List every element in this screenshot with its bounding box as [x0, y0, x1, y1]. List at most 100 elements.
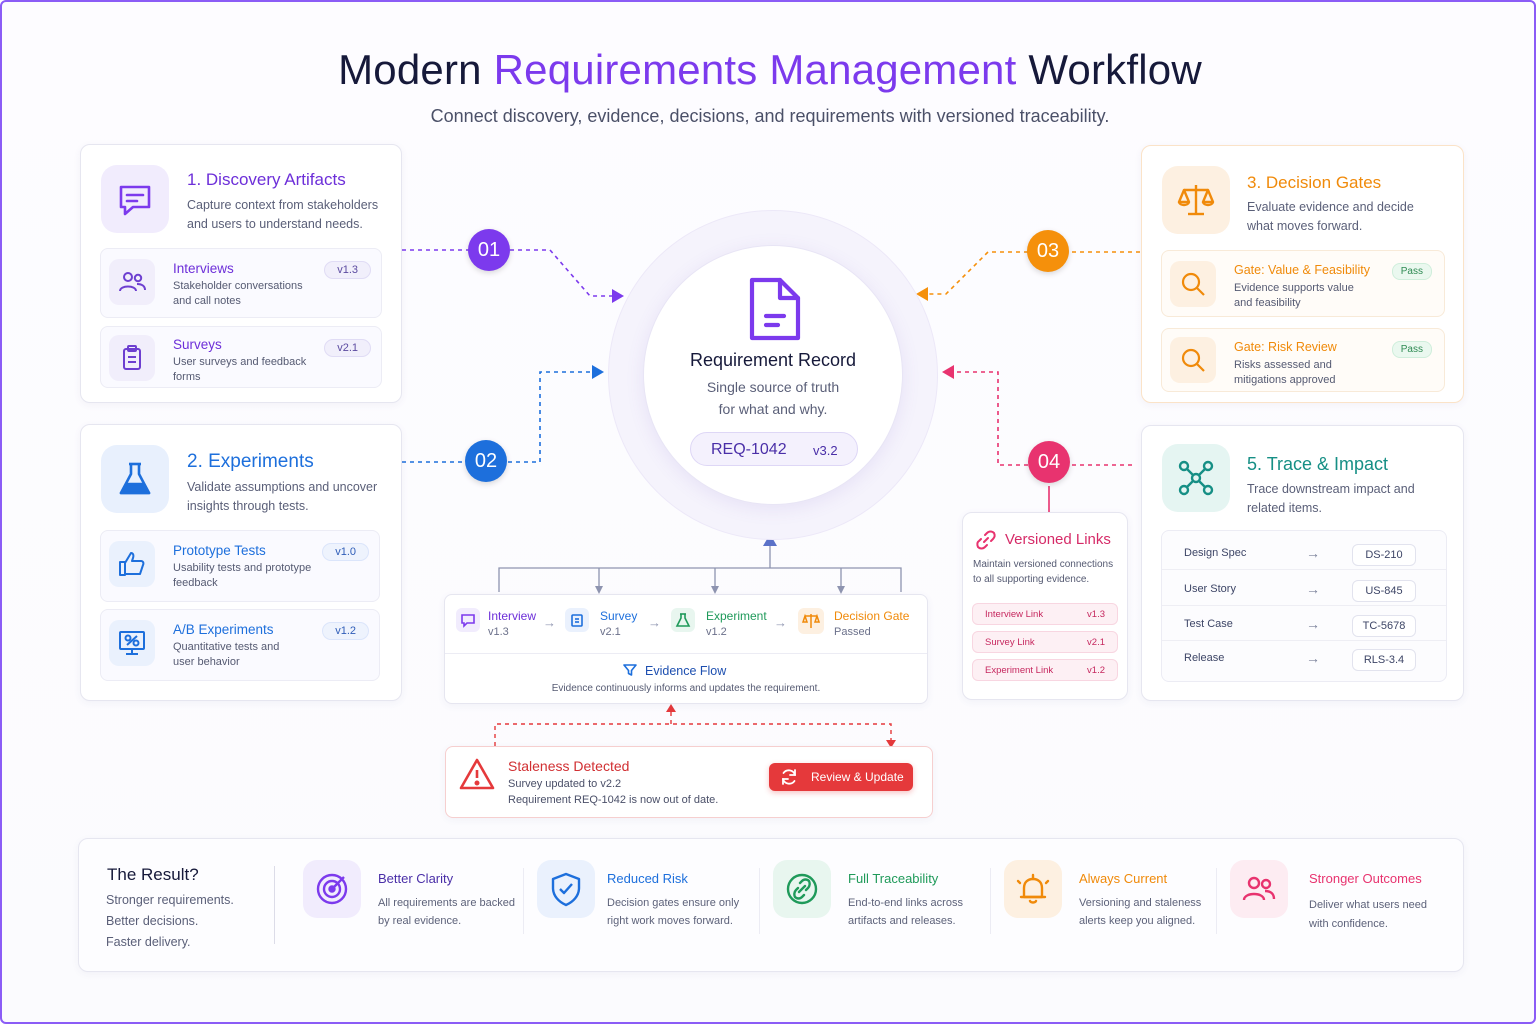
- trace-row-user-story[interactable]: User Story → US-845: [1162, 572, 1446, 606]
- survey-link-row[interactable]: Survey Link v2.1: [972, 631, 1118, 653]
- surveys-desc: User surveys and feedback forms: [173, 356, 307, 383]
- page-title: Modern Requirements Management Workflow: [2, 46, 1534, 94]
- review-update-button[interactable]: Review & Update: [769, 763, 913, 791]
- trace-row-release[interactable]: Release → RLS-3.4: [1162, 641, 1446, 675]
- result-title: The Result?: [107, 865, 199, 884]
- arrow-right-icon: →: [1306, 545, 1320, 561]
- ab-test-icon: [109, 620, 155, 666]
- requirement-id-pill[interactable]: REQ-1042 v3.2: [690, 432, 858, 466]
- scales-icon: [798, 608, 824, 634]
- result-line-2: Better decisions.: [106, 914, 199, 928]
- interview-link-label: Interview Link: [985, 609, 1044, 620]
- flow-step-sub: Passed: [834, 626, 871, 638]
- trace-id: DS-210: [1352, 544, 1416, 566]
- result-risk-desc-2: right work moves forward.: [607, 915, 733, 927]
- clipboard-icon: [565, 608, 589, 632]
- ab-experiments-item[interactable]: A/B Experiments Quantitative tests and u…: [100, 609, 380, 681]
- network-icon: [1162, 444, 1230, 512]
- flow-feed-lines: [498, 544, 902, 592]
- experiments-card: 2. Experiments Validate assumptions and …: [80, 424, 402, 701]
- staleness-line-2: Requirement REQ-1042 is now out of date.: [508, 794, 719, 806]
- page-subtitle: Connect discovery, evidence, decisions, …: [430, 106, 1110, 126]
- ab-experiments-title: A/B Experiments: [173, 622, 274, 637]
- arrow-04: [942, 365, 954, 379]
- experiment-link-row[interactable]: Experiment Link v1.2: [972, 659, 1118, 681]
- link-icon: [975, 529, 997, 551]
- gate-risk-title: Gate: Risk Review: [1234, 340, 1337, 354]
- surveys-title: Surveys: [173, 337, 222, 352]
- trace-label: Design Spec: [1184, 547, 1247, 559]
- flow-step-interview: Interview v1.3: [488, 609, 536, 638]
- flow-step-decision-gate: Decision Gate Passed: [834, 609, 909, 638]
- staleness-connector: [494, 710, 892, 746]
- result-risk-title: Reduced Risk: [607, 871, 688, 886]
- gate-value-item[interactable]: Gate: Value & Feasibility Evidence suppo…: [1161, 250, 1445, 317]
- result-divider: [1216, 868, 1217, 934]
- arrow-03: [916, 287, 928, 301]
- gate-risk-desc: Risks assessed and mitigations approved: [1234, 359, 1336, 386]
- evidence-flow-label: Evidence Flow: [645, 664, 727, 678]
- discovery-title: 1. Discovery Artifacts: [187, 170, 346, 189]
- decision-desc: Evaluate evidence and decide what moves …: [1247, 200, 1414, 233]
- step-badge-04: 04: [1028, 441, 1070, 483]
- experiment-link-version: v1.2: [1087, 665, 1105, 676]
- arrow-right-icon: →: [1306, 650, 1320, 666]
- survey-link-label: Survey Link: [985, 637, 1035, 648]
- title-start: Modern: [338, 46, 494, 93]
- gate-risk-item[interactable]: Gate: Risk Review Risks assessed and mit…: [1161, 328, 1445, 392]
- arrow-right-icon: →: [774, 615, 787, 630]
- thumbs-up-icon: [109, 541, 155, 587]
- trace-row-design-spec[interactable]: Design Spec → DS-210: [1162, 536, 1446, 570]
- ab-experiments-desc: Quantitative tests and user behavior: [173, 641, 280, 668]
- requirement-id: REQ-1042: [711, 441, 787, 458]
- result-divider: [990, 868, 991, 934]
- flow-step-title: Interview: [488, 609, 537, 623]
- prototype-tests-version: v1.0: [322, 543, 369, 561]
- requirement-desc-1: Single source of truth: [706, 379, 840, 395]
- result-traceability-desc-2: artifacts and releases.: [848, 915, 956, 927]
- prototype-tests-item[interactable]: Prototype Tests Usability tests and prot…: [100, 530, 380, 602]
- interview-link-row[interactable]: Interview Link v1.3: [972, 603, 1118, 625]
- flow-step-sub: v2.1: [600, 626, 621, 638]
- result-line-3: Faster delivery.: [106, 935, 191, 949]
- trace-label: Release: [1184, 652, 1225, 664]
- result-clarity-desc-1: All requirements are backed: [378, 897, 515, 909]
- result-clarity-title: Better Clarity: [378, 871, 454, 886]
- review-update-label: Review & Update: [811, 770, 904, 784]
- prototype-tests-title: Prototype Tests: [173, 543, 266, 558]
- requirement-version: v3.2: [813, 443, 838, 458]
- refresh-icon: [779, 767, 799, 787]
- result-line-1: Stronger requirements.: [106, 893, 234, 907]
- warning-icon: [459, 757, 495, 791]
- interview-link-version: v1.3: [1087, 609, 1105, 620]
- result-outcomes-title: Stronger Outcomes: [1309, 871, 1422, 886]
- step-badge-03: 03: [1027, 230, 1069, 272]
- discovery-card: 1. Discovery Artifacts Capture context f…: [80, 144, 402, 403]
- arrow-02: [592, 365, 604, 379]
- staleness-line-1: Survey updated to v2.2: [508, 778, 622, 790]
- links-desc: Maintain versioned connections to all su…: [973, 559, 1114, 585]
- people-icon: [109, 259, 155, 305]
- trace-row-test-case[interactable]: Test Case → TC-5678: [1162, 607, 1446, 641]
- step-badge-01: 01: [468, 229, 510, 271]
- people-icon: [1230, 860, 1288, 918]
- trace-label: User Story: [1184, 583, 1236, 595]
- scales-icon: [1162, 166, 1230, 234]
- arrow-right-icon: →: [1306, 581, 1320, 597]
- arrow-right-icon: →: [543, 615, 556, 630]
- result-current-desc-1: Versioning and staleness: [1079, 897, 1202, 909]
- interviews-title: Interviews: [173, 261, 234, 276]
- chat-icon: [456, 608, 480, 632]
- decision-title: 3. Decision Gates: [1247, 173, 1382, 192]
- interviews-item[interactable]: Interviews Stakeholder conversations and…: [100, 248, 382, 318]
- surveys-item[interactable]: Surveys User surveys and feedback forms …: [100, 326, 382, 388]
- gate-value-status: Pass: [1391, 263, 1432, 280]
- flow-arrow-up: [763, 534, 777, 546]
- ab-experiments-version: v1.2: [322, 622, 369, 640]
- trace-title: 5. Trace & Impact: [1247, 454, 1389, 474]
- connector-04: [954, 371, 1132, 466]
- trace-id: RLS-3.4: [1352, 649, 1416, 671]
- prototype-tests-desc: Usability tests and prototype feedback: [173, 562, 312, 589]
- link-icon: [773, 860, 831, 918]
